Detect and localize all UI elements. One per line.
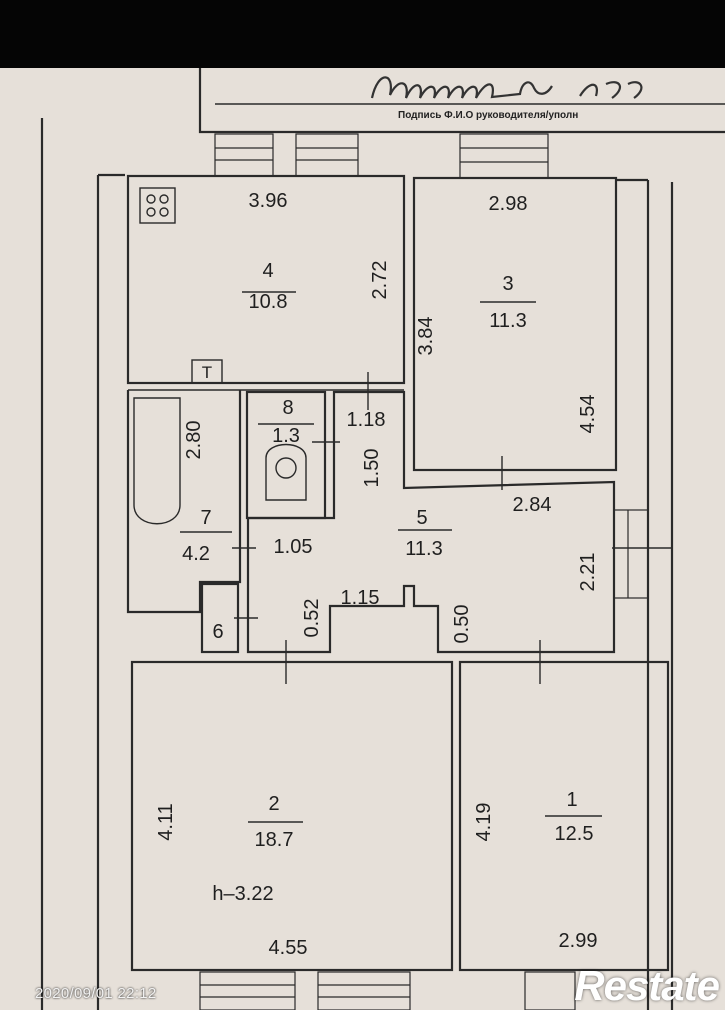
right-window xyxy=(613,509,649,599)
r2-area: 18.7 xyxy=(255,829,294,851)
r2-number: 2 xyxy=(268,793,279,815)
bathtub-icon xyxy=(133,397,181,525)
r8-height-dim: 1.50 xyxy=(361,449,383,488)
r4-height-dim: 2.72 xyxy=(369,261,391,300)
r4-number: 4 xyxy=(262,260,273,282)
r3-left-dim: 3.84 xyxy=(415,317,437,356)
r2-width-dim: 4.55 xyxy=(269,937,308,959)
r7-height-dim: 2.80 xyxy=(183,421,205,460)
bottom-windows xyxy=(199,971,576,1010)
paper-background xyxy=(0,68,725,1010)
stove-icon xyxy=(139,187,176,224)
top-black-bar xyxy=(0,0,725,68)
r1-height-dim: 4.19 xyxy=(473,803,495,842)
r5-niche-dim: 1.15 xyxy=(341,587,380,609)
r6-number: 6 xyxy=(212,621,223,643)
r3-width-dim: 2.98 xyxy=(489,193,528,215)
room-2 xyxy=(130,640,454,972)
room-3 xyxy=(412,176,618,490)
handwritten-signature-icon xyxy=(370,76,643,99)
signature-caption: Подпись Ф.И.О руководителя/уполн xyxy=(398,110,579,121)
r8-area: 1.3 xyxy=(272,425,300,447)
r2-height-dim: 4.11 xyxy=(155,803,177,840)
r4-width-dim: 3.96 xyxy=(249,190,288,212)
r3-right-dim: 4.54 xyxy=(577,395,599,434)
room-6 xyxy=(200,582,258,654)
r5-height-dim: 2.21 xyxy=(577,553,599,592)
r1-width-dim: 2.99 xyxy=(559,930,598,952)
r5-right-depth: 0.50 xyxy=(451,605,473,644)
signature-box xyxy=(198,68,725,134)
r5-width-dim: 2.84 xyxy=(513,494,552,516)
r5-left-depth: 0.52 xyxy=(301,599,323,638)
toilet-icon xyxy=(265,443,307,501)
chimney-icon xyxy=(191,359,223,384)
r7-area: 4.2 xyxy=(182,543,210,565)
r8-number: 8 xyxy=(282,397,293,419)
r3-area: 11.3 xyxy=(489,310,526,332)
room-labels: 3.96 4 10.8 2.72 2.98 3 11.3 3.84 4.54 8… xyxy=(155,190,599,959)
chimney-mark: T xyxy=(202,363,212,382)
r5-area: 11.3 xyxy=(405,538,442,560)
r3-number: 3 xyxy=(502,273,513,295)
r8-width-dim: 1.18 xyxy=(347,409,386,431)
r1-number: 1 xyxy=(566,789,577,811)
room-1 xyxy=(458,640,670,972)
top-windows xyxy=(214,133,549,179)
restate-logo: Restate xyxy=(574,962,720,1009)
r4-area: 10.8 xyxy=(249,291,288,313)
r7-number: 7 xyxy=(200,507,211,529)
room-4-kitchen: T xyxy=(126,174,406,391)
r1-area: 12.5 xyxy=(555,823,594,845)
room-5-corridor xyxy=(246,372,672,654)
r7-width-dim: 1.05 xyxy=(274,536,313,558)
room-7-bathroom xyxy=(126,390,256,614)
photo-timestamp: 2020/09/01 22:12 xyxy=(35,985,157,1002)
r5-number: 5 xyxy=(416,507,427,529)
r2-ceiling-height: h–3.22 xyxy=(212,883,273,905)
